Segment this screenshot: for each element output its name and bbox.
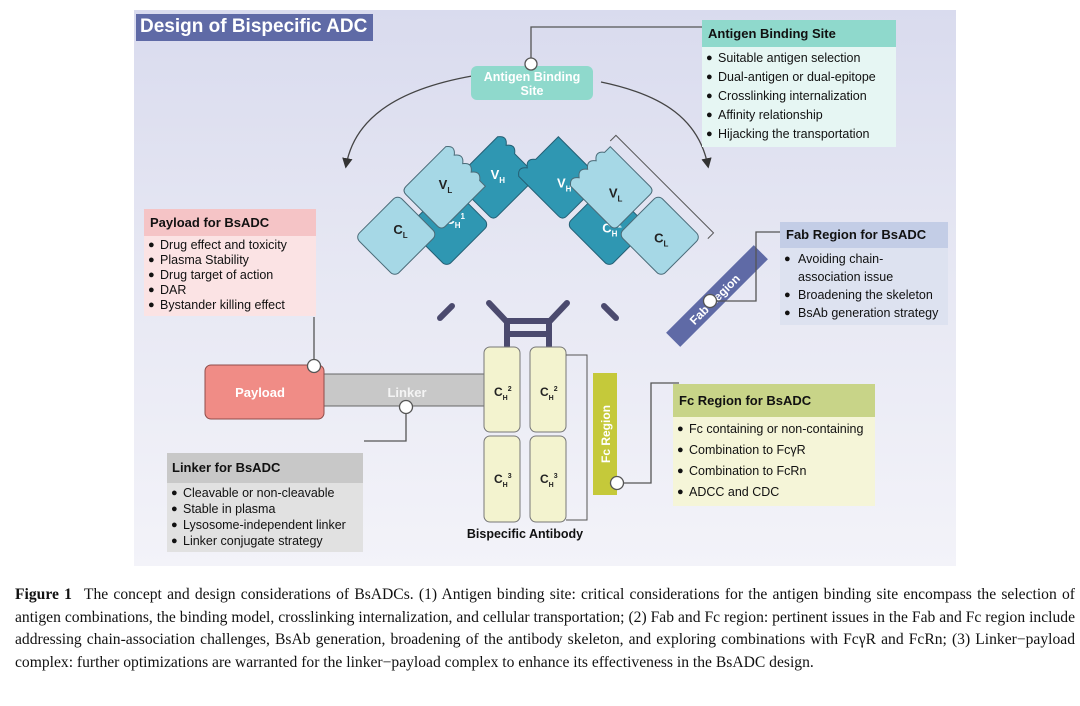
linker-label: Linker [387,385,426,400]
list-item: Combination to FcγR [677,440,871,461]
payload-box: Payload for BsADC Drug effect and toxici… [144,209,316,316]
payload-label: Payload [235,385,285,400]
list-item: Lysosome-independent linker [171,517,359,533]
box-title: Linker for BsADC [167,453,363,483]
domain-ch3-right: CH3 [529,435,567,523]
fab-bracket [609,134,715,239]
payload-connector-node [306,358,322,374]
list-item: Plasma Stability [148,253,312,268]
payload-block [204,364,325,420]
antigen-pill-label-1: Antigen Binding [484,70,581,84]
antigen-pill-label-2: Site [521,84,544,98]
domain-vl-right: VL [569,145,653,229]
list-item: Broadening the skeleton [784,286,944,304]
fc-bracket [566,354,588,521]
list-item: Hijacking the transportation [706,125,892,144]
domain-cl-right: CL [620,196,699,275]
domain-ch2-right: CH2 [529,346,567,433]
fc-region-box: Fc Region for BsADC Fc containing or non… [673,384,875,506]
list-item: Linker conjugate strategy [171,533,359,549]
fc-region-label: Fc Region [599,405,613,463]
connector-antigen [530,26,706,65]
list-item: Drug target of action [148,268,312,283]
fab-region-bar: Fab Region [666,245,768,347]
list-item: Avoiding chain-association issue [784,250,944,286]
list-item: Affinity relationship [706,106,892,125]
left-light-chain: VL CL [357,145,487,275]
box-title: Fc Region for BsADC [673,384,875,417]
linker-bar [318,373,485,407]
figure-title: Design of Bispecific ADC [136,14,374,41]
antibody-diagram: Antigen Binding Site VH CH1 [204,26,784,541]
linker-box: Linker for BsADC Cleavable or non-cleava… [167,453,363,552]
fab-connector-node [702,293,718,309]
antigen-binding-site-pill [471,66,593,100]
list-item: Cleavable or non-cleavable [171,485,359,501]
list-item: Crosslinking internalization [706,87,892,106]
antigen-connector-node [524,57,538,71]
box-title: Fab Region for BsADC [780,222,948,248]
connector-fab [712,231,784,302]
connector-linker [364,413,407,442]
list-item: BsAb generation strategy [784,304,944,322]
domain-vh-right: VH [518,136,601,219]
domain-cl-left: CL [357,196,436,275]
fc-domains: CH2 CH2 CH3 CH3 [483,346,588,523]
list-item: DAR [148,283,312,298]
list-item: Fc containing or non-containing [677,419,871,440]
antigen-binding-site-box: Antigen Binding Site Suitable antigen se… [702,20,896,147]
list-item: ADCC and CDC [677,482,871,503]
fc-connector-node [609,475,625,491]
list-item: Dual-antigen or dual-epitope [706,68,892,87]
list-item: Bystander killing effect [148,298,312,313]
figure-panel: Antigen Binding Site VH CH1 [134,10,956,566]
fab-region-box: Fab Region for BsADC Avoiding chain-asso… [780,222,948,325]
connector-fc [622,382,679,484]
list-item: Stable in plasma [171,501,359,517]
bispecific-antibody-label: Bispecific Antibody [467,527,583,541]
domain-vl-left: VL [403,145,487,229]
list-item: Combination to FcRn [677,461,871,482]
arrow-to-left-arm [342,75,473,169]
linker-connector-node [398,399,414,415]
caption-text: The concept and design considerations of… [15,586,1075,671]
list-item: Suitable antigen selection [706,49,892,68]
hinge-region [437,300,619,349]
box-title: Payload for BsADC [144,209,316,236]
list-item: Drug effect and toxicity [148,238,312,253]
domain-ch2-left: CH2 [483,346,521,433]
fc-region-bar [593,373,617,495]
arrow-to-right-arm [600,81,712,169]
caption-label: Figure 1 [15,586,72,603]
domain-ch3-left: CH3 [483,435,521,523]
box-title: Antigen Binding Site [702,20,896,47]
right-light-chain: VL CL [569,134,715,275]
